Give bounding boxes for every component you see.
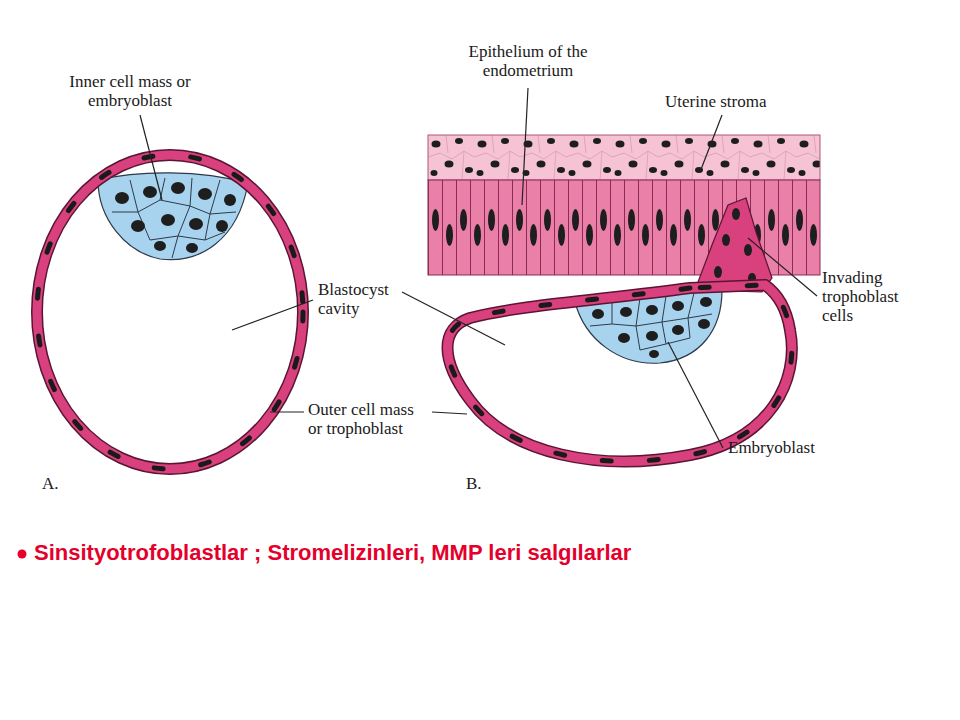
blastocyst-b: [448, 198, 792, 461]
callout-label: Outer cell mass or trophoblast: [308, 400, 430, 438]
callout-label: A.: [42, 474, 59, 493]
callout-label: Blastocyst cavity: [318, 280, 418, 318]
cell-boundaries: [112, 178, 236, 258]
invading-nuclei: [714, 208, 756, 283]
nuclei-b: [592, 297, 712, 358]
trophoblast-ring: [37, 155, 303, 469]
callout-label: Epithelium of the endometrium: [448, 42, 608, 80]
invading-trophoblast: [695, 198, 772, 292]
caption: Sinsityotrofoblastlar ; Stromelizinleri,…: [34, 539, 631, 567]
trophoblast-ring-b: [448, 285, 792, 461]
callout-label: Inner cell mass or embryoblast: [45, 72, 215, 110]
leader-lines: [140, 88, 817, 448]
trophoblast-outline-b: [448, 285, 792, 461]
callout-label: Embryoblast: [728, 438, 815, 457]
trophoblast-nuclei-b: [448, 285, 792, 461]
nuclei: [115, 182, 236, 253]
bullet: [18, 550, 27, 559]
callout-label: B.: [466, 474, 482, 493]
callout-label: Invading trophoblast cells: [822, 268, 932, 325]
trophoblast-outline: [37, 155, 303, 469]
uterine-stroma: [428, 135, 820, 180]
inner-cell-mass: [98, 173, 248, 260]
callout-label: Uterine stroma: [665, 92, 767, 111]
blastocyst-a: [37, 155, 303, 469]
trophoblast-nuclei: [37, 155, 303, 469]
